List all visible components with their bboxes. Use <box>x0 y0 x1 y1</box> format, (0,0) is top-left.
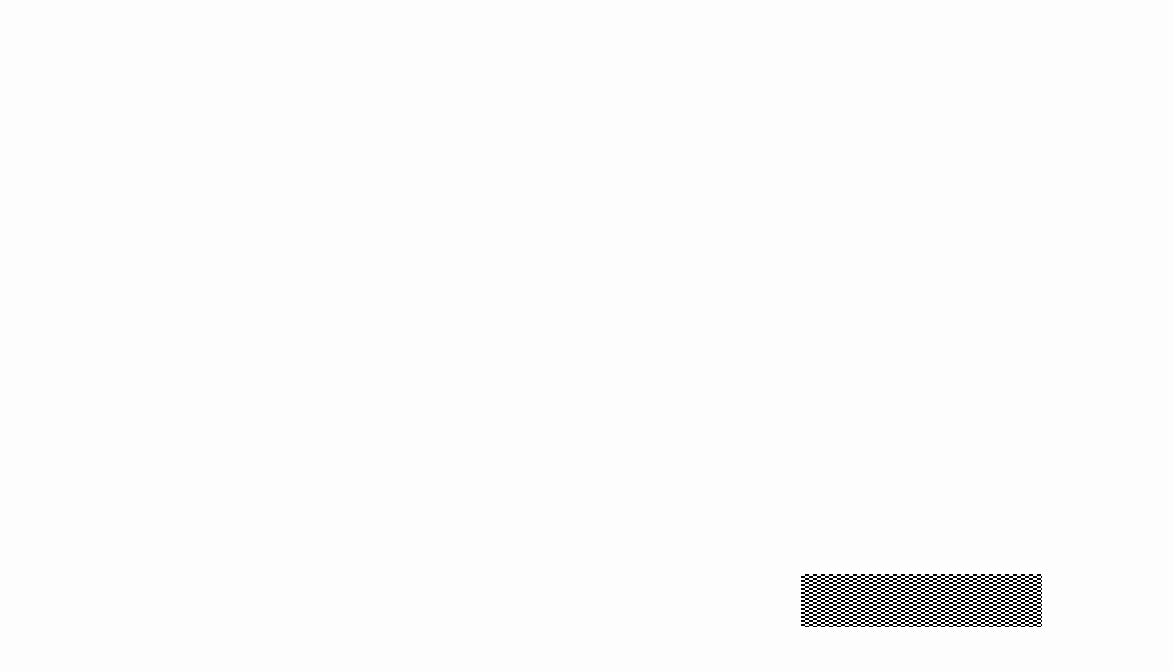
checkerboard-pattern-block <box>801 574 1042 627</box>
